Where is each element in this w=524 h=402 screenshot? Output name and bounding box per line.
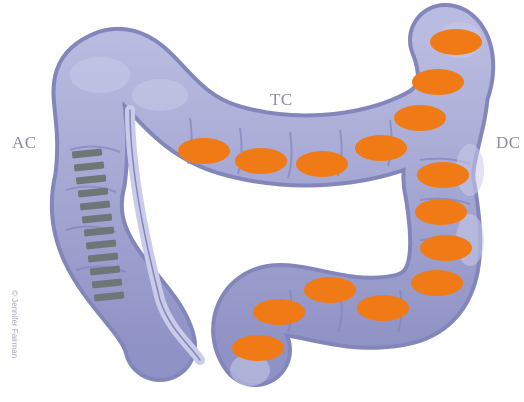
orange-marker-5 xyxy=(296,151,348,177)
orange-marker-15 xyxy=(232,335,284,361)
orange-marker-12 xyxy=(357,295,409,321)
orange-marker-8 xyxy=(417,162,469,188)
orange-marker-3 xyxy=(394,105,446,131)
orange-marker-10 xyxy=(420,235,472,261)
orange-marker-4 xyxy=(355,135,407,161)
orange-marker-14 xyxy=(253,299,305,325)
orange-marker-1 xyxy=(430,29,482,55)
orange-marker-6 xyxy=(235,148,287,174)
label-descending-colon: DC xyxy=(496,133,521,153)
orange-marker-11 xyxy=(411,270,463,296)
artist-credit: © Jennifer Fairman xyxy=(7,290,19,380)
orange-marker-9 xyxy=(415,199,467,225)
orange-marker-2 xyxy=(412,69,464,95)
label-ascending-colon: AC xyxy=(12,133,37,153)
orange-marker-7 xyxy=(178,138,230,164)
label-transverse-colon: TC xyxy=(270,90,293,110)
orange-marker-13 xyxy=(304,277,356,303)
